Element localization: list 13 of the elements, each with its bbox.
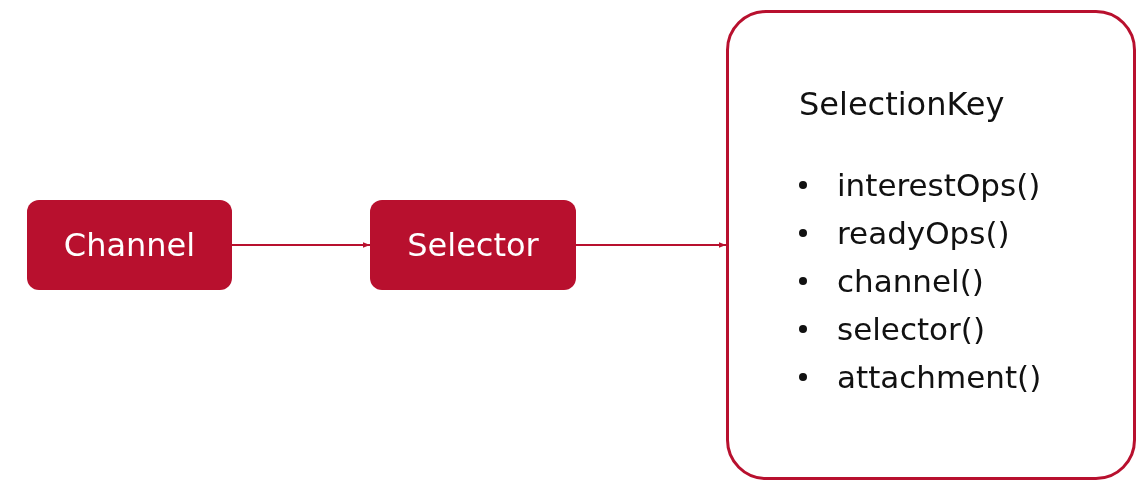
box-label: Selector — [407, 226, 539, 264]
box-label: Channel — [63, 226, 196, 264]
method-item: channel() — [837, 262, 984, 301]
arrow — [231, 242, 371, 248]
process-box — [370, 200, 576, 290]
method-item: readyOps() — [837, 214, 1010, 253]
method-item: interestOps() — [837, 166, 1041, 205]
arrow — [575, 242, 727, 248]
process-box — [27, 200, 232, 290]
method-item: selector() — [837, 310, 985, 349]
class-title: SelectionKey — [799, 85, 1006, 123]
class-box — [726, 10, 1136, 480]
method-item: attachment() — [837, 358, 1042, 397]
